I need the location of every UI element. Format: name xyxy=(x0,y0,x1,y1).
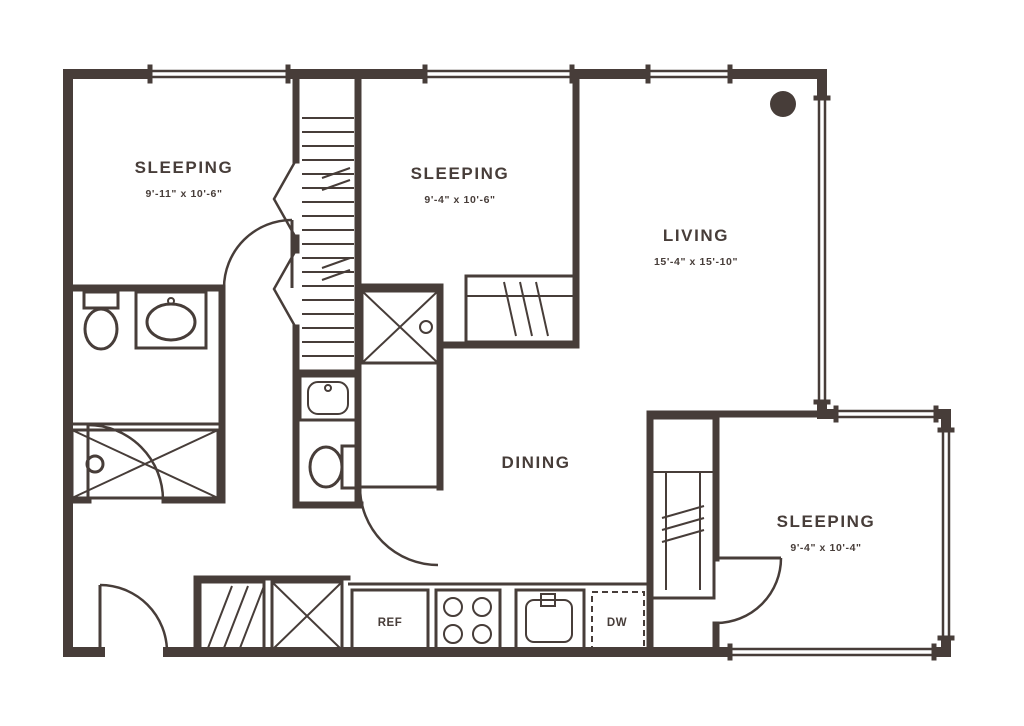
window-top-right xyxy=(645,64,733,84)
vanity-sink-2 xyxy=(298,374,358,422)
window-top-middle xyxy=(422,64,575,84)
window-bedroom-right xyxy=(937,427,955,641)
toilet-2 xyxy=(308,444,360,490)
closet-hanger-ticks xyxy=(503,281,549,337)
shower xyxy=(360,289,440,365)
bedroom1-door xyxy=(222,218,294,289)
entry-door xyxy=(98,583,169,653)
structural-column xyxy=(770,91,796,117)
room-labels: SLEEPING 9'-11" x 10'-6" SLEEPING 9'-4" … xyxy=(135,158,876,554)
refrigerator: REF xyxy=(350,588,430,652)
toilet xyxy=(82,290,120,351)
interior-walls xyxy=(64,70,826,656)
kitchen-appliances: REF DW xyxy=(350,588,645,652)
room-dims-living: 15'-4" x 15'-10" xyxy=(654,256,738,268)
windows xyxy=(147,64,955,661)
bathroom2-door xyxy=(358,485,439,567)
closet-hanger-ticks-2 xyxy=(661,505,705,543)
entry-closets xyxy=(198,580,344,652)
bedroom2-closet xyxy=(464,274,576,344)
bedroom3-door xyxy=(715,556,783,625)
closet-rod-ticks xyxy=(321,167,351,281)
room-dims-sleeping-top-left: 9'-11" x 10'-6" xyxy=(145,188,222,200)
dishwasher-label: DW xyxy=(607,617,627,629)
refrigerator-label: REF xyxy=(378,617,403,629)
dishwasher: DW xyxy=(591,591,645,651)
pantry-closet xyxy=(270,580,344,652)
bathroom2 xyxy=(298,289,440,490)
window-living-right xyxy=(813,95,831,405)
room-dims-sleeping-top-middle: 9'-4" x 10'-6" xyxy=(424,194,495,206)
room-label-sleeping-top-left: SLEEPING xyxy=(135,158,234,177)
room-label-dining: DINING xyxy=(501,453,570,472)
range-burners xyxy=(434,588,502,652)
linen-closet-shelves xyxy=(302,117,354,357)
room-label-sleeping-bottom-right: SLEEPING xyxy=(777,512,876,531)
room-label-sleeping-top-middle: SLEEPING xyxy=(411,164,510,183)
coat-closet xyxy=(198,580,266,652)
window-bedroom-bottom xyxy=(727,643,937,661)
window-top-left xyxy=(147,64,291,84)
window-step-wall xyxy=(833,405,939,423)
bathroom1 xyxy=(70,290,220,500)
bathroom1-door xyxy=(86,423,165,501)
room-dims-sleeping-bottom-right: 9'-4" x 10'-4" xyxy=(790,542,861,554)
bedroom3-closet xyxy=(650,416,716,600)
bifold-closet-doors xyxy=(272,159,298,329)
vanity-sink xyxy=(134,290,208,350)
room-label-living: LIVING xyxy=(663,226,729,245)
bathtub xyxy=(70,428,220,500)
kitchen-sink xyxy=(514,588,586,652)
